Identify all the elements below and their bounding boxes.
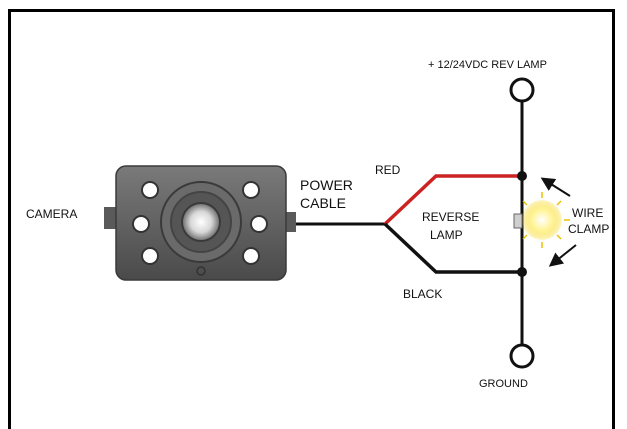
red-wire-label: RED xyxy=(375,163,401,177)
ir-led-4 xyxy=(242,181,260,199)
ir-led-1 xyxy=(141,181,159,199)
light-sensor xyxy=(196,266,206,276)
red-wire xyxy=(383,174,522,226)
camera-left-tab xyxy=(104,207,118,229)
ir-led-5 xyxy=(250,215,268,233)
black-wire-label: BLACK xyxy=(403,287,442,301)
reverse-lamp-label-1: REVERSE xyxy=(422,210,479,224)
lamp-base xyxy=(513,213,523,229)
wire-clamp-arrow-up xyxy=(540,177,571,197)
supply-label: + 12/24VDC REV LAMP xyxy=(428,59,547,71)
camera-lens xyxy=(181,202,221,242)
wire-clamp-top xyxy=(517,171,527,181)
ir-led-3 xyxy=(141,247,159,265)
supply-terminal xyxy=(509,77,535,103)
black-wire xyxy=(383,222,522,274)
reverse-lamp-bulb xyxy=(513,192,570,248)
power-cable-label-1: POWER xyxy=(300,177,353,193)
lamp-glow xyxy=(522,200,562,240)
camera-module xyxy=(104,165,296,281)
ir-led-2 xyxy=(132,215,150,233)
ir-led-6 xyxy=(242,247,260,265)
wire-clamp-label-1: WIRE xyxy=(572,206,603,220)
wire-clamp-arrow-down xyxy=(548,244,577,267)
ground-terminal xyxy=(509,343,535,369)
wire-clamp-label-2: CLAMP xyxy=(568,222,609,236)
camera-label: CAMERA xyxy=(26,207,77,221)
diagram-frame xyxy=(8,9,615,429)
ground-label: GROUND xyxy=(479,378,528,390)
wiring-diagram: CAMERA POWER CABLE RED BLACK REVERSE LAM… xyxy=(26,59,609,390)
wire-clamp-bottom xyxy=(517,267,527,277)
reverse-lamp-label-2: LAMP xyxy=(430,228,463,242)
lamp-rays xyxy=(522,192,570,248)
power-cable-label-2: CABLE xyxy=(300,195,346,211)
